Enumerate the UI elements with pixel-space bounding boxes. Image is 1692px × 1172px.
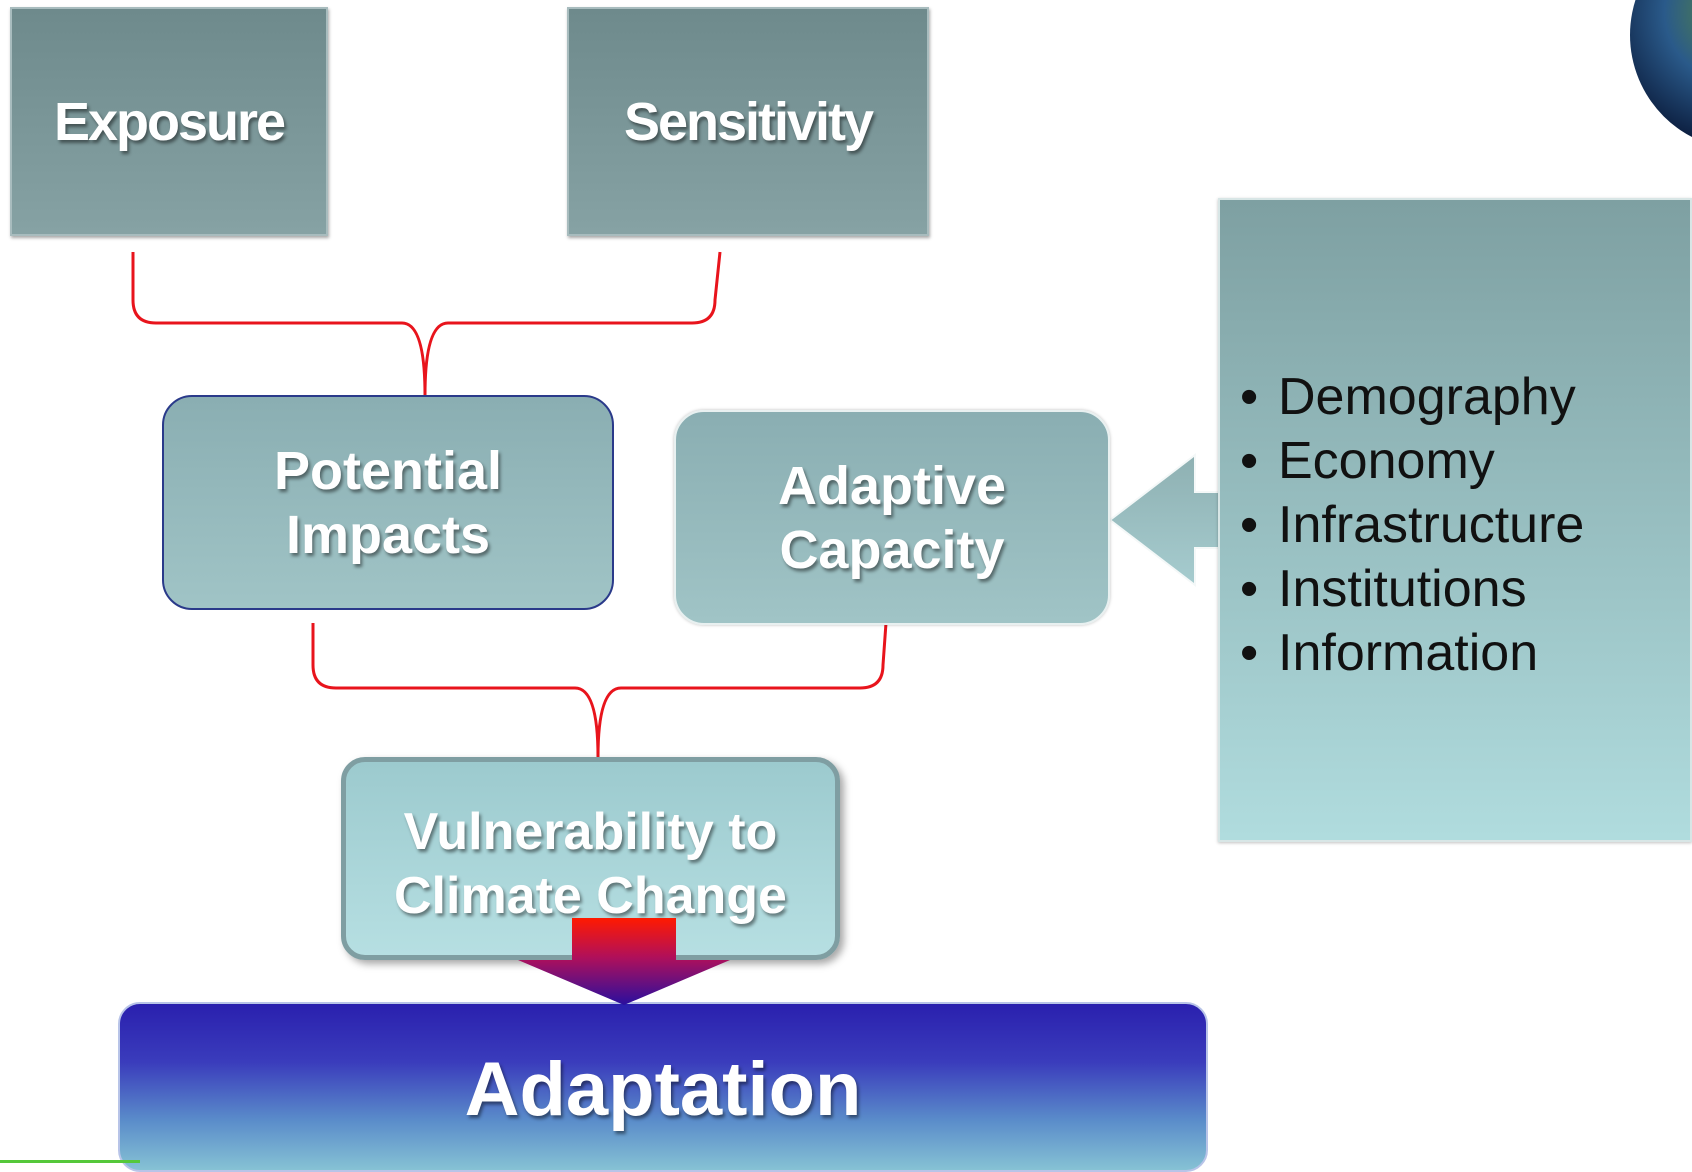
factor-item: Economy (1240, 429, 1690, 493)
vulnerability-box: Vulnerability to Climate Change (341, 757, 840, 960)
slide-accent-line (0, 1160, 140, 1163)
factor-item: Information (1240, 621, 1690, 685)
globe-icon (1630, 0, 1692, 138)
capacity-factors-panel: Demography Economy Infrastructure Instit… (1218, 198, 1692, 842)
potential-impacts-line2: Impacts (285, 504, 491, 565)
exposure-label: Exposure (53, 91, 286, 152)
adaptation-label: Adaptation (464, 1047, 862, 1132)
potential-impacts-line1: Potential (273, 440, 503, 501)
adaptive-capacity-box: Adaptive Capacity (674, 410, 1110, 625)
vulnerability-line1: Vulnerability to (403, 803, 778, 861)
sensitivity-box: Sensitivity (567, 7, 929, 236)
adaptive-capacity-line1: Adaptive (777, 455, 1007, 516)
vulnerability-line2: Climate Change (394, 867, 787, 925)
adaptive-capacity-line2: Capacity (779, 519, 1005, 580)
brace-top (131, 251, 722, 396)
left-arrow (1108, 452, 1223, 588)
adaptation-box: Adaptation (118, 1002, 1208, 1172)
exposure-box: Exposure (10, 7, 328, 236)
capacity-factors-list: Demography Economy Infrastructure Instit… (1240, 365, 1690, 685)
factor-item: Demography (1240, 365, 1690, 429)
sensitivity-label: Sensitivity (623, 91, 874, 152)
potential-impacts-box: Potential Impacts (162, 395, 614, 610)
brace-middle (311, 622, 888, 758)
factor-item: Institutions (1240, 557, 1690, 621)
factor-item: Infrastructure (1240, 493, 1690, 557)
